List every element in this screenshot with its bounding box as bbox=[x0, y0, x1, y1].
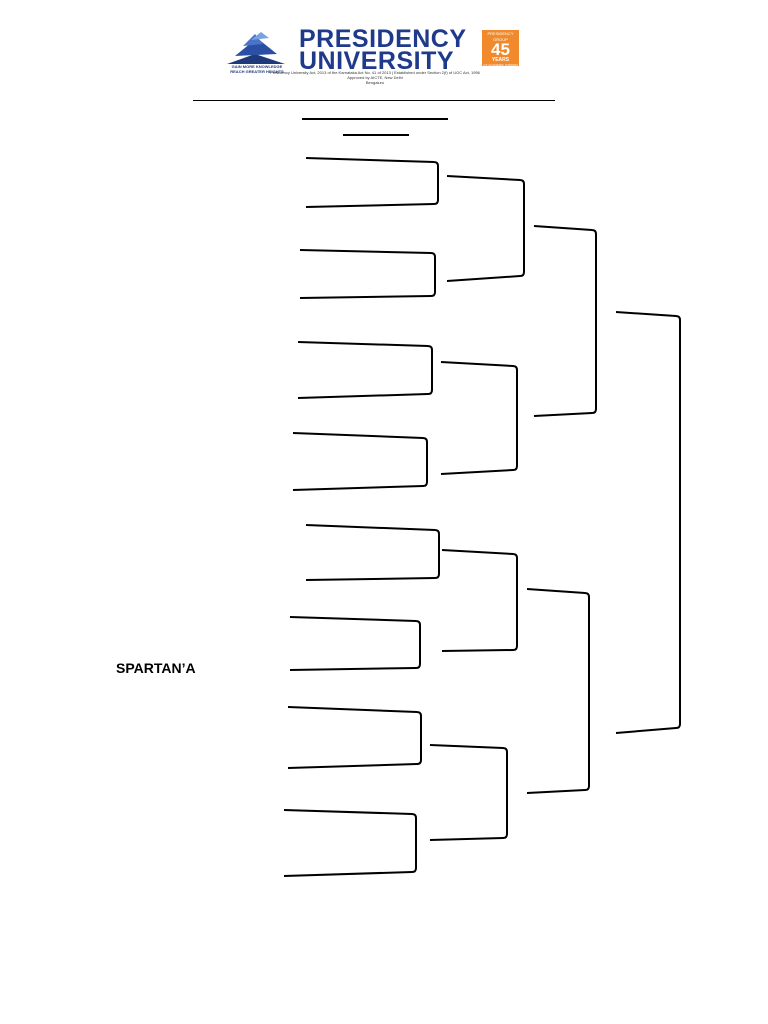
university-header: GAIN MORE KNOWLEDGE REACH GREATER HEIGHT… bbox=[225, 25, 525, 88]
header-divider bbox=[193, 100, 555, 101]
university-name: PRESIDENCY UNIVERSITY bbox=[299, 25, 467, 75]
round1-match-6 bbox=[289, 616, 421, 671]
round1-match-3 bbox=[297, 341, 433, 399]
badge-years: YEARS bbox=[491, 57, 510, 63]
legal-line-3: Bengaluru bbox=[365, 80, 385, 85]
university-tagline: GAIN MORE KNOWLEDGE REACH GREATER HEIGHT… bbox=[230, 64, 284, 74]
round1-match-8 bbox=[283, 809, 417, 877]
university-logo-icon bbox=[227, 32, 285, 64]
title-underline bbox=[302, 118, 448, 120]
round1-match-5 bbox=[305, 524, 440, 581]
round1-match-4 bbox=[292, 432, 428, 491]
university-name-line1: PRESIDENCY bbox=[299, 25, 467, 53]
final-match bbox=[615, 311, 681, 734]
team-label-spartana: SPARTAN’A bbox=[116, 660, 196, 676]
semifinal-1 bbox=[533, 225, 597, 417]
round1-match-2 bbox=[299, 249, 436, 299]
quarterfinal-3 bbox=[441, 549, 518, 652]
semifinal-2 bbox=[526, 588, 590, 794]
round1-match-1 bbox=[305, 157, 439, 208]
round1-match-7 bbox=[287, 706, 422, 769]
legal-line-2: Approved by AICTE, New Delhi bbox=[347, 75, 403, 80]
quarterfinal-2 bbox=[440, 361, 518, 475]
university-name-line2: UNIVERSITY bbox=[299, 47, 455, 75]
quarterfinal-1 bbox=[446, 175, 525, 282]
legal-text: Presidency University Act, 2013 of the K… bbox=[225, 70, 525, 85]
badge-top-text: PRESIDENCY GROUP bbox=[487, 31, 514, 42]
anniversary-badge: PRESIDENCY GROUP 45 YEARS OF ACADEMIC WI… bbox=[482, 30, 519, 67]
legal-line-1: Presidency University Act, 2013 of the K… bbox=[270, 70, 480, 75]
badge-number: 45 bbox=[491, 40, 510, 59]
badge-note: OF ACADEMIC WISDOM bbox=[483, 63, 518, 67]
subtitle-underline bbox=[343, 134, 409, 136]
quarterfinal-4 bbox=[429, 744, 508, 841]
